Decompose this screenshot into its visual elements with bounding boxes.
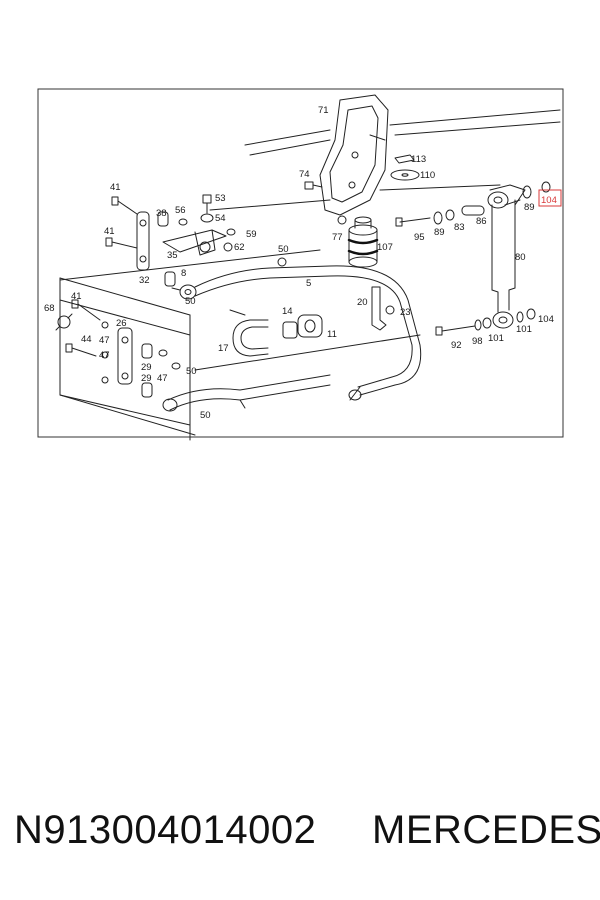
parts-diagram: 71 113 110 74 41 38 56 53 54 59 62 50 35… xyxy=(37,88,564,441)
callout-label: 8 xyxy=(181,268,186,279)
callout-label: 50 xyxy=(200,410,211,421)
callout-label: 29 xyxy=(141,373,152,384)
mount-bracket xyxy=(162,229,227,256)
callout-label: 80 xyxy=(515,252,526,263)
callout-label: 14 xyxy=(282,306,293,317)
shock-mount-bracket xyxy=(319,94,389,216)
callout-label: 41 xyxy=(110,182,121,193)
callout-label: 54 xyxy=(215,213,226,224)
footer: N913004014002 MERCEDES xyxy=(0,800,600,870)
callout-label: 26 xyxy=(116,318,127,329)
callout-label: 50 xyxy=(185,296,196,307)
callout-label: 110 xyxy=(420,170,435,181)
stabilizer-clamp xyxy=(282,314,323,339)
callout-label: 77 xyxy=(332,232,343,243)
u-bolt xyxy=(232,319,269,357)
callout-label: 74 xyxy=(299,169,310,180)
callout-label: 89 xyxy=(524,202,535,213)
callout-label: 89 xyxy=(434,227,445,238)
small-bracket xyxy=(371,286,395,331)
callout-label: 50 xyxy=(186,366,197,377)
wrench-icon xyxy=(55,313,73,331)
callout-label-highlighted: 104 xyxy=(541,195,557,206)
bushing xyxy=(157,194,287,287)
callout-label: 20 xyxy=(357,297,368,308)
side-frame-member xyxy=(59,277,196,441)
callout-label: 53 xyxy=(215,193,226,204)
nut-104 xyxy=(541,181,551,193)
callout-label: 98 xyxy=(472,336,483,347)
callout-label: 101 xyxy=(488,333,504,344)
nut xyxy=(337,215,347,225)
shock-absorber xyxy=(487,184,526,329)
callout-label: 44 xyxy=(81,334,92,345)
callout-label: 50 xyxy=(278,244,289,255)
callout-label: 47 xyxy=(99,350,110,361)
lower-bolt-assembly xyxy=(435,308,536,336)
callout-label: 113 xyxy=(411,154,426,165)
callout-label: 95 xyxy=(414,232,425,243)
link-rod xyxy=(136,211,150,271)
callout-label: 38 xyxy=(156,208,167,219)
callout-label: 101 xyxy=(516,324,532,335)
callout-label: 71 xyxy=(318,105,329,116)
callout-label: 83 xyxy=(454,222,465,233)
callout-label: 41 xyxy=(104,226,115,237)
callout-label: 56 xyxy=(175,205,186,216)
callout-label: 23 xyxy=(400,307,411,318)
washer xyxy=(522,185,532,199)
callout-label: 92 xyxy=(451,340,462,351)
callout-label: 35 xyxy=(167,250,178,261)
washer xyxy=(390,169,420,181)
callout-label: 47 xyxy=(99,335,110,346)
callout-label: 5 xyxy=(306,278,311,289)
callout-label: 41 xyxy=(71,291,82,302)
callout-label: 107 xyxy=(377,242,393,253)
highlight-box xyxy=(538,189,562,207)
clip xyxy=(394,154,415,164)
lower-link xyxy=(162,374,331,412)
callout-label: 11 xyxy=(327,329,337,340)
diagram-frame xyxy=(37,88,564,438)
callout-label: 68 xyxy=(44,303,55,314)
callout-label: 62 xyxy=(234,242,245,253)
callout-labels: 71 113 110 74 41 38 56 53 54 59 62 50 35… xyxy=(44,105,557,421)
callout-label: 29 xyxy=(141,362,152,373)
brand-name: MERCEDES xyxy=(372,808,600,852)
part-number: N913004014002 xyxy=(14,808,317,852)
callout-label: 32 xyxy=(139,275,150,286)
frame-rail xyxy=(59,109,561,371)
upper-bolt-assembly xyxy=(395,205,485,227)
callout-label: 59 xyxy=(246,229,257,240)
callout-label: 86 xyxy=(476,216,487,227)
bolt xyxy=(304,181,323,190)
callout-label: 17 xyxy=(218,343,229,354)
lower-left-link xyxy=(65,299,181,398)
washer-hole xyxy=(401,173,409,177)
callout-label: 104 xyxy=(538,314,554,325)
bolt xyxy=(105,196,138,249)
rubber-bumper xyxy=(347,216,379,268)
stabilizer-bar xyxy=(171,265,422,401)
callout-label: 47 xyxy=(157,373,168,384)
